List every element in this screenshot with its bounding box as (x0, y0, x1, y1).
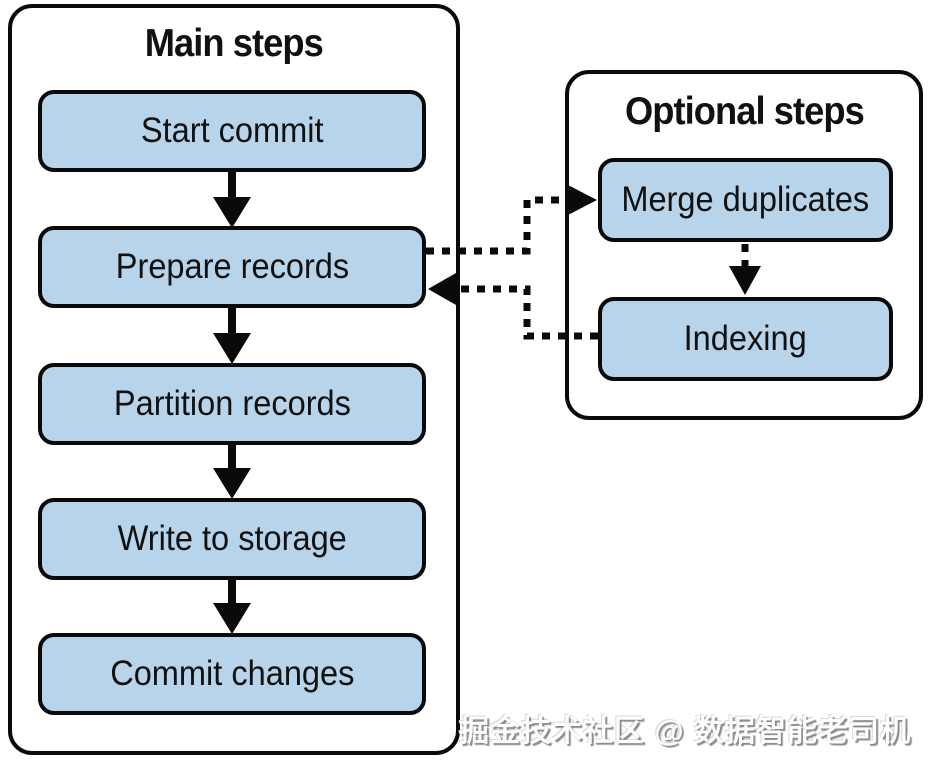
node-label: Commit changes (109, 654, 355, 693)
node-start-commit: Start commit (38, 90, 426, 172)
optional-steps-title: Optional steps (569, 90, 919, 134)
main-steps-panel: Main steps Start commit Prepare records … (8, 4, 460, 755)
node-prepare-records: Prepare records (38, 226, 426, 308)
node-label: Start commit (140, 111, 324, 150)
optional-steps-title-text: Optional steps (624, 90, 865, 133)
node-indexing: Indexing (598, 297, 893, 381)
main-steps-title-text: Main steps (144, 22, 324, 65)
node-partition-records: Partition records (38, 363, 426, 445)
main-steps-title: Main steps (12, 22, 456, 66)
watermark-text: 掘金技术社区 @ 数据智能老司机 (459, 715, 911, 748)
node-label: Merge duplicates (621, 180, 870, 219)
node-write-to-storage: Write to storage (38, 498, 426, 580)
node-label: Indexing (683, 319, 808, 358)
optional-steps-panel: Optional steps Merge duplicates Indexing (565, 70, 923, 420)
node-label: Partition records (113, 384, 351, 423)
node-commit-changes: Commit changes (38, 633, 426, 715)
node-merge-duplicates: Merge duplicates (598, 158, 893, 242)
node-label: Write to storage (117, 519, 347, 558)
node-label: Prepare records (115, 247, 349, 286)
